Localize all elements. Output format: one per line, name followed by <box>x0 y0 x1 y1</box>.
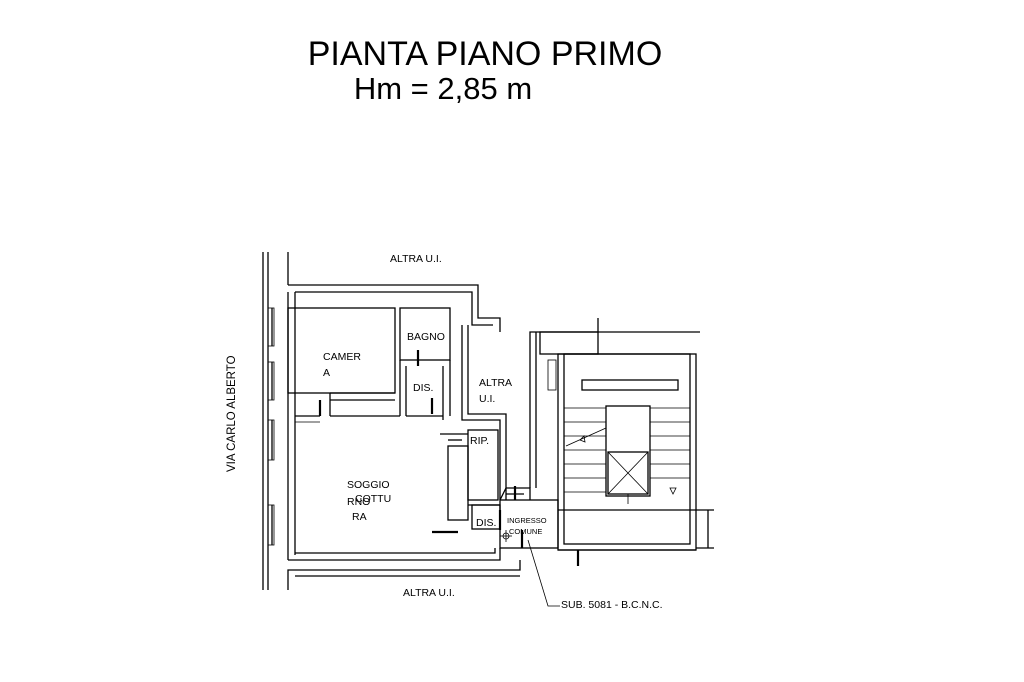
ingresso-comune <box>499 486 559 549</box>
room-soggiorno <box>295 415 500 534</box>
height-note: Hm = 2,85 m <box>354 71 532 106</box>
apartment-walls <box>287 292 507 561</box>
neighbor-top-label: ALTRA U.I. <box>390 253 442 265</box>
room-camera-label-1: CAMER <box>323 351 361 363</box>
sub-leader-line <box>527 539 560 607</box>
room-camera <box>287 307 396 416</box>
street-label: VIA CARLO ALBERTO <box>226 355 238 472</box>
room-dis-upper-label: DIS. <box>413 382 433 394</box>
room-bagno <box>399 307 451 420</box>
neighbor-right-label-2: U.I. <box>479 393 495 405</box>
sub-label: SUB. 5081 - B.C.N.C. <box>561 599 663 611</box>
room-cottura-label-2: RA <box>352 511 367 523</box>
room-dis-lower-label: DIS. <box>476 517 496 529</box>
room-cottura-label-1: COTTU <box>355 493 391 505</box>
staircase-block <box>529 318 714 566</box>
street-facade <box>262 252 289 590</box>
neighbor-right-label-1: ALTRA <box>479 377 512 389</box>
room-camera-label-2: A <box>323 367 330 379</box>
ingresso-label-1: INGRESSO <box>507 516 547 525</box>
room-rip-label: RIP. <box>470 435 489 447</box>
bottom-boundary-wall <box>287 560 521 590</box>
room-bagno-label: BAGNO <box>407 331 445 343</box>
ingresso-label-2: COMUNE <box>509 527 542 536</box>
room-soggiorno-label-1: SOGGIO <box>347 479 390 491</box>
top-boundary-wall <box>288 284 501 332</box>
room-soggiorno-label-2: RNO <box>347 496 370 508</box>
plan-title: PIANTA PIANO PRIMO <box>308 35 663 73</box>
room-ripostiglio <box>467 429 499 501</box>
neighbor-bottom-label: ALTRA U.I. <box>403 587 455 599</box>
